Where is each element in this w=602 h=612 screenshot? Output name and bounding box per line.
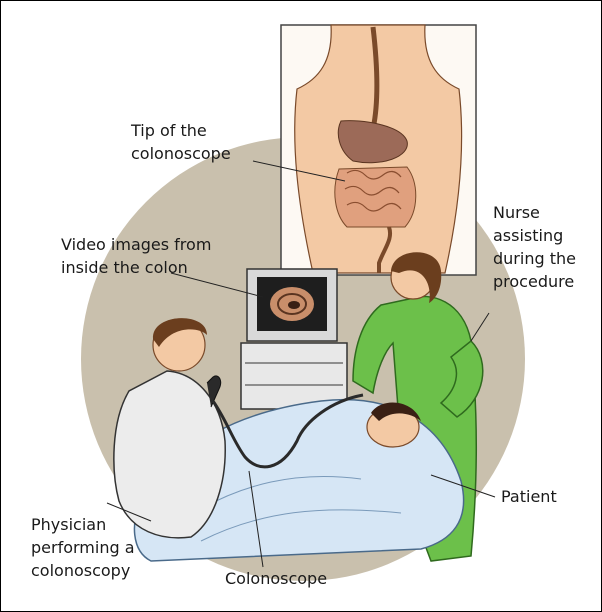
label-nurse: Nurse assisting during the procedure	[493, 201, 576, 293]
label-line: assisting	[493, 224, 576, 247]
label-line: procedure	[493, 270, 576, 293]
label-video-images: Video images from inside the colon	[61, 233, 211, 279]
label-colonoscope: Colonoscope	[225, 567, 327, 590]
label-line: Tip of the	[131, 119, 231, 142]
label-patient: Patient	[501, 485, 557, 508]
label-line: during the	[493, 247, 576, 270]
label-line: inside the colon	[61, 256, 211, 279]
label-line: Nurse	[493, 201, 576, 224]
colon-video-image	[270, 287, 314, 321]
label-line: Patient	[501, 485, 557, 508]
label-line: Colonoscope	[225, 567, 327, 590]
label-tip-of-colonoscope: Tip of the colonoscope	[131, 119, 231, 165]
anatomy-inset	[281, 25, 476, 275]
video-monitor	[241, 269, 347, 409]
label-line: colonoscopy	[31, 559, 135, 582]
label-line: Video images from	[61, 233, 211, 256]
label-physician: Physician performing a colonoscopy	[31, 513, 135, 582]
label-line: Physician	[31, 513, 135, 536]
equipment-cart	[241, 343, 347, 409]
label-line: colonoscope	[131, 142, 231, 165]
intestines	[335, 167, 416, 227]
label-line: performing a	[31, 536, 135, 559]
